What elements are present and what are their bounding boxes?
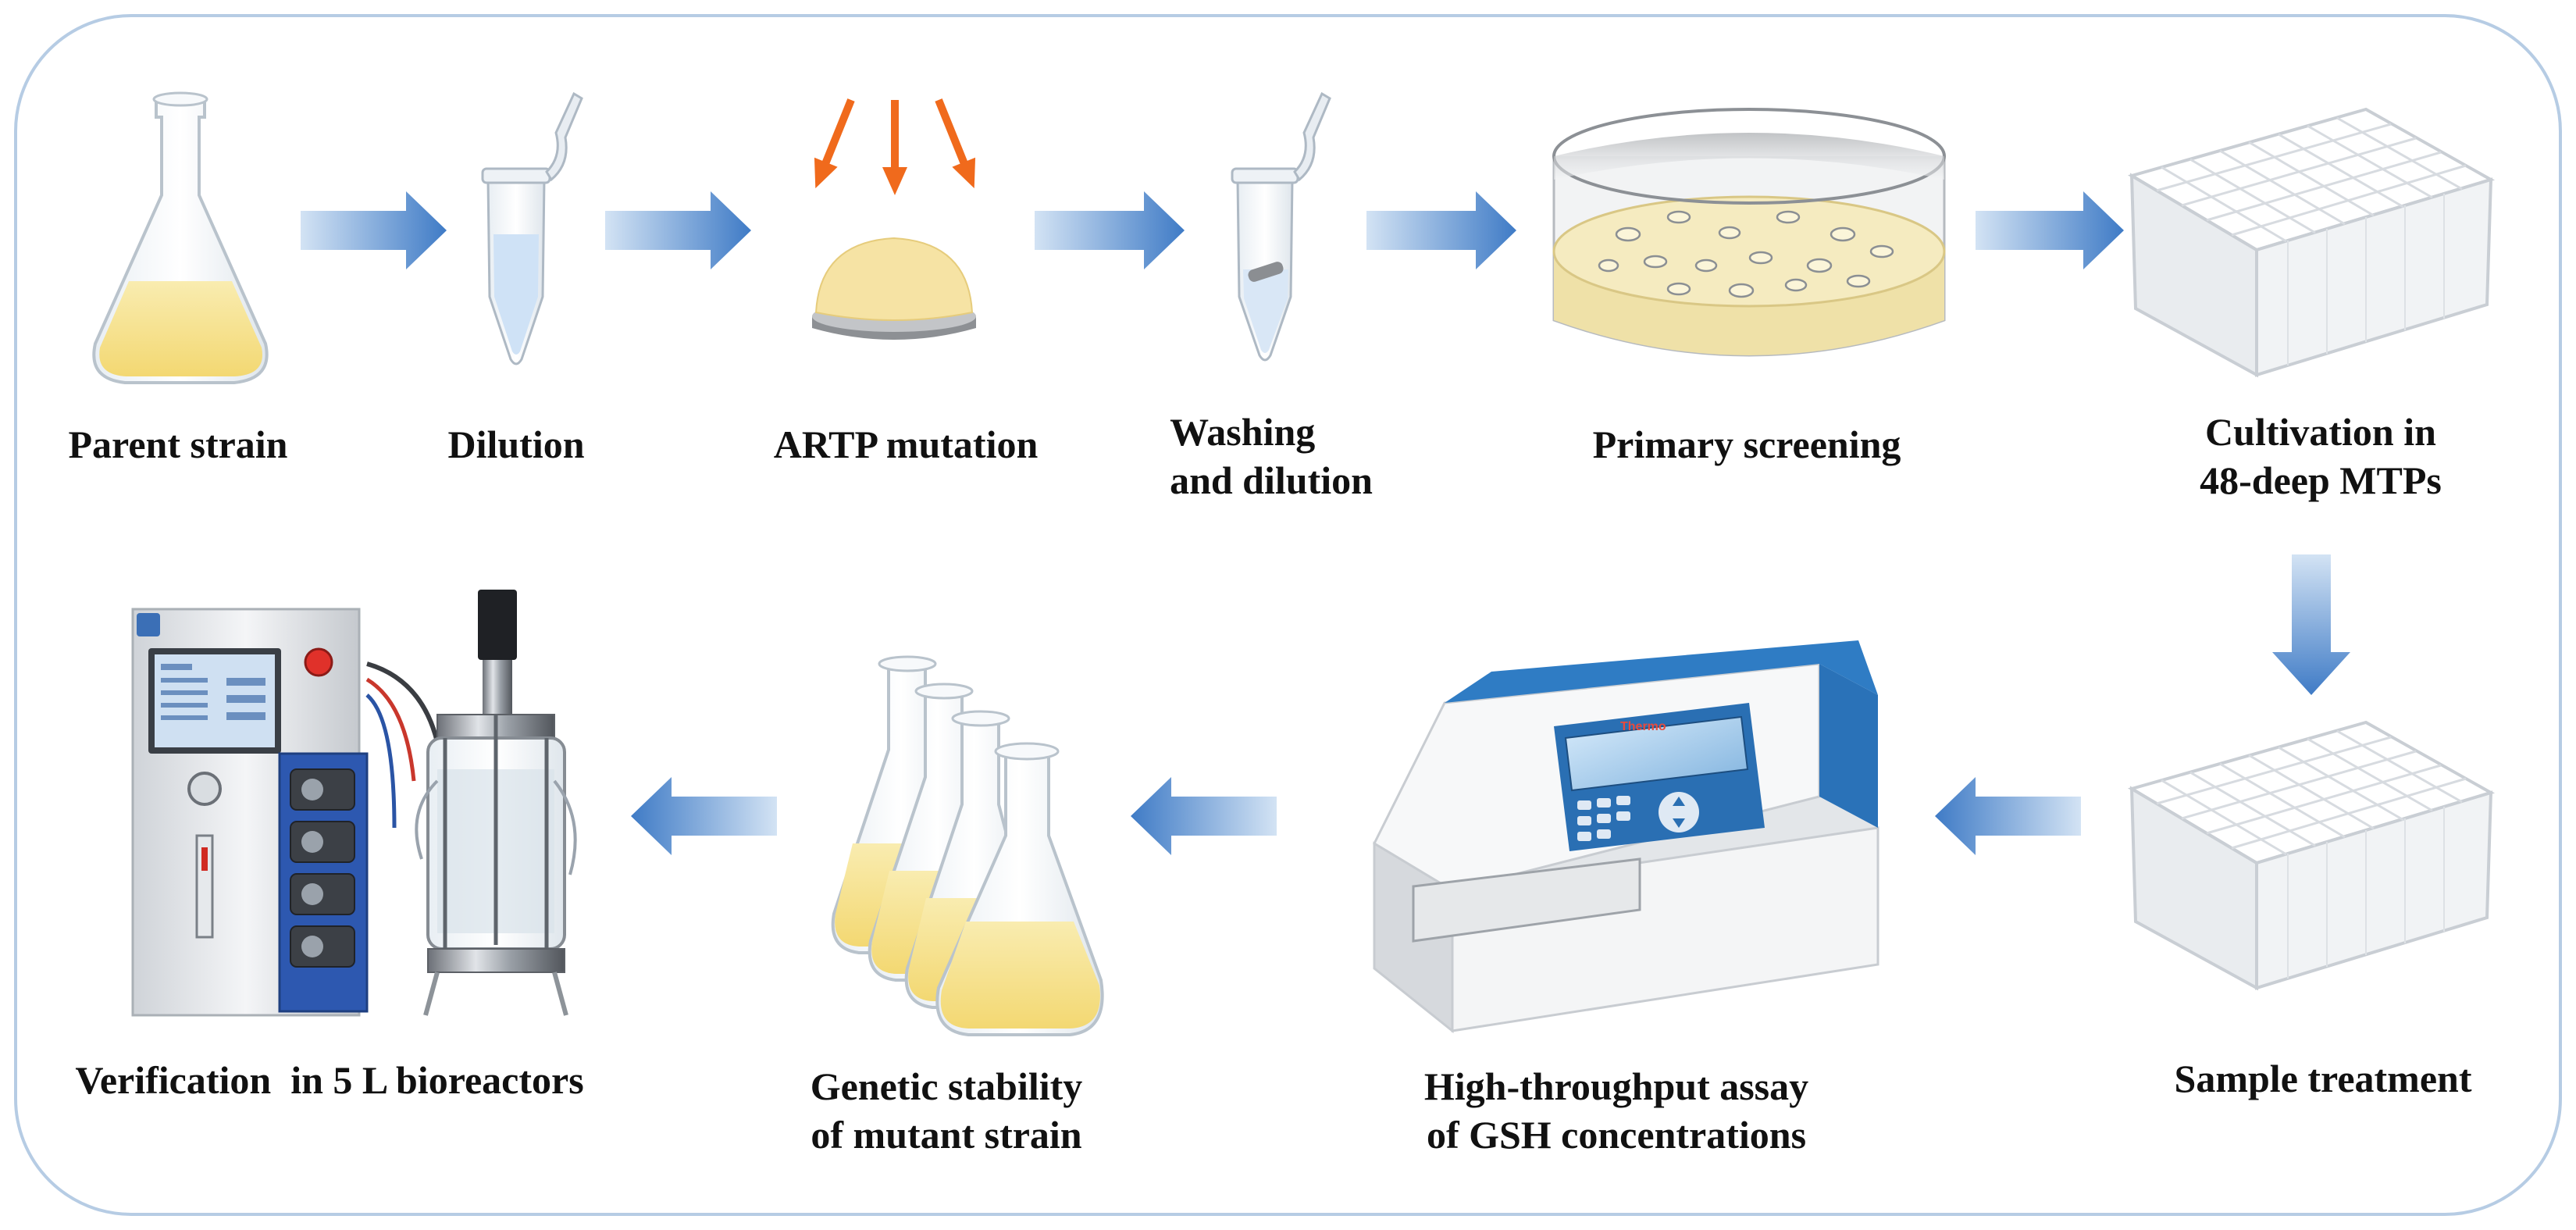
flask-icon: [92, 91, 269, 384]
flow-arrow-7: [1935, 777, 2081, 855]
eppendorf-tube-icon: [1231, 91, 1331, 362]
label-verification: Verification in 5 L bioreactors: [75, 1056, 583, 1104]
label-sample-treatment: Sample treatment: [2175, 1054, 2472, 1103]
label-line-2: of GSH concentrations: [1426, 1113, 1807, 1157]
label-primary-screening: Primary screening: [1593, 420, 1901, 469]
uv-radiation-icon: [814, 98, 976, 195]
label-text: Dilution: [447, 422, 585, 466]
label-line-1: Washing: [1170, 410, 1316, 454]
bioreactor-icon: [131, 590, 577, 1017]
deep-well-plate-icon: [2127, 107, 2496, 378]
label-line-1: Genetic stability: [810, 1064, 1083, 1108]
label-line-2: 48-deep MTPs: [2200, 458, 2442, 502]
label-washing-dilution: Washing and dilution: [1170, 408, 1373, 504]
label-text: Parent strain: [68, 422, 288, 466]
flow-arrow-9: [631, 777, 777, 855]
instrument-brand: Thermo: [1620, 720, 1666, 733]
flow-arrow-4: [1366, 191, 1516, 269]
petri-dish-icon: [1552, 108, 1946, 357]
label-text: Sample treatment: [2174, 1057, 2472, 1100]
label-line-1: High-throughput assay: [1423, 1064, 1809, 1108]
label-text: ARTP mutation: [773, 422, 1039, 466]
flow-arrow-6: [2272, 554, 2350, 695]
eppendorf-tube-icon: [481, 91, 583, 365]
agar-colony-icon: [812, 237, 976, 340]
label-genetic-stability: Genetic stability of mutant strain: [811, 1062, 1083, 1159]
flow-arrow-3: [1035, 191, 1185, 269]
label-parent-strain: Parent strain: [69, 420, 288, 469]
flow-arrow-5: [1976, 191, 2124, 269]
flow-arrow-1: [301, 191, 447, 269]
deep-well-plate-icon: [2127, 720, 2496, 991]
label-text: Primary screening: [1592, 422, 1901, 466]
label-line-1: Cultivation in: [2205, 410, 2436, 454]
label-line-2: and dilution: [1170, 458, 1373, 502]
flask-icon: [935, 742, 1104, 1036]
label-high-throughput-assay: High-throughput assay of GSH concentrati…: [1424, 1062, 1808, 1159]
label-line-2: of mutant strain: [811, 1113, 1082, 1157]
label-dilution: Dilution: [447, 420, 584, 469]
flow-arrow-8: [1131, 777, 1277, 855]
flow-arrow-2: [605, 191, 751, 269]
label-text: Verification in 5 L bioreactors: [75, 1058, 584, 1102]
label-artp-mutation: ARTP mutation: [774, 420, 1039, 469]
microplate-reader-icon: Thermo: [1373, 640, 1879, 1034]
label-cultivation: Cultivation in 48-deep MTPs: [2200, 408, 2442, 504]
